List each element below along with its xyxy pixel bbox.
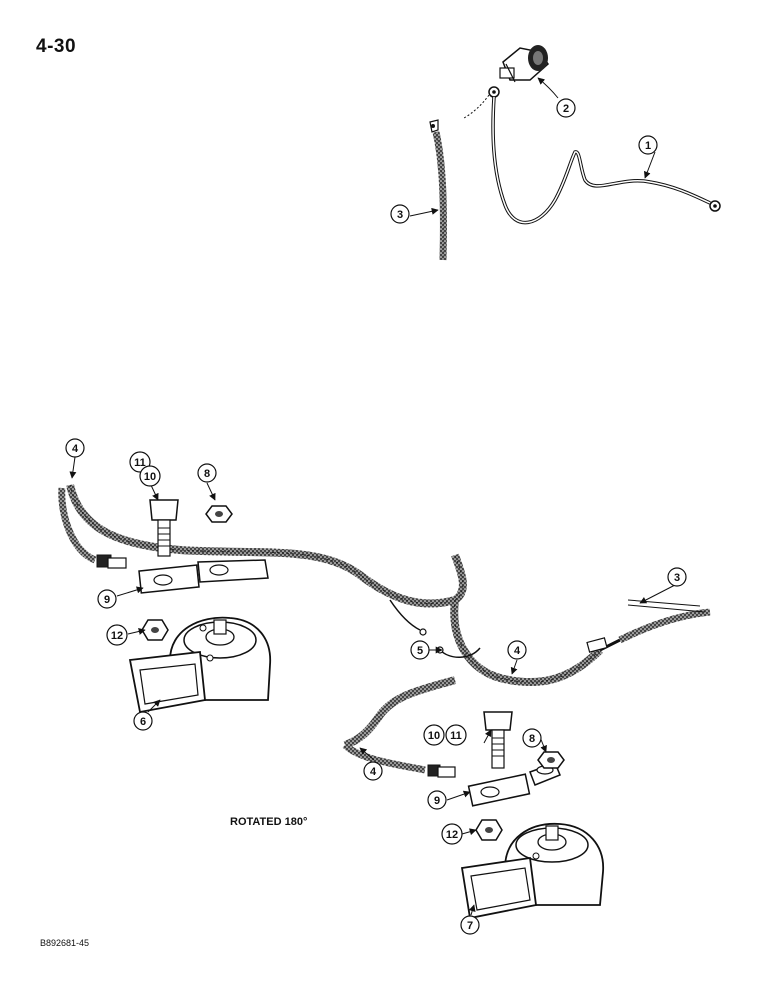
callout-3: 3 [667, 567, 687, 587]
svg-text:12: 12 [111, 630, 123, 642]
svg-text:9: 9 [434, 795, 440, 807]
svg-text:6: 6 [140, 716, 146, 728]
callout-5: 5 [410, 640, 430, 660]
callout-4: 4 [507, 640, 527, 660]
page-number: 4-30 [36, 36, 77, 57]
callout-4: 4 [363, 761, 383, 781]
svg-text:3: 3 [397, 209, 403, 221]
connector-right [427, 764, 456, 778]
svg-text:8: 8 [204, 468, 210, 480]
svg-text:11: 11 [134, 457, 146, 469]
svg-text:1: 1 [645, 140, 651, 152]
horn-switch-wire [491, 96, 721, 225]
callout-circles: 1 2 3 4 11 10 8 9 12 6 3 5 4 10 11 8 4 9… [65, 98, 687, 935]
svg-text:10: 10 [428, 730, 440, 742]
horn-assembly-6 [128, 499, 271, 714]
callout-11: 11 [445, 724, 467, 746]
callout-10: 10 [423, 724, 445, 746]
svg-text:8: 8 [529, 733, 535, 745]
callout-8: 8 [197, 463, 217, 483]
callout-8: 8 [522, 728, 542, 748]
callout-6: 6 [133, 711, 153, 731]
svg-text:4: 4 [72, 443, 79, 455]
svg-text:3: 3 [674, 572, 680, 584]
horn-button-switch [463, 45, 549, 119]
svg-text:4: 4 [370, 766, 377, 778]
callout-9: 9 [97, 589, 117, 609]
callout-12: 12 [441, 823, 463, 845]
svg-text:12: 12 [446, 829, 458, 841]
callout-2: 2 [556, 98, 576, 118]
ground-wire-terminal [429, 119, 447, 261]
svg-text:2: 2 [563, 103, 569, 115]
callout-7: 7 [460, 915, 480, 935]
callout-leaders [69, 77, 676, 916]
svg-text:5: 5 [417, 645, 423, 657]
svg-text:10: 10 [144, 471, 156, 483]
callout-12: 12 [106, 624, 128, 646]
svg-text:11: 11 [450, 730, 462, 742]
callout-4: 4 [65, 438, 85, 458]
connector-inline [586, 637, 608, 653]
rotated-note: ROTATED 180° [230, 816, 308, 828]
callout-1: 1 [638, 135, 658, 155]
callout-3: 3 [390, 204, 410, 224]
svg-text:7: 7 [467, 920, 473, 932]
svg-text:4: 4 [514, 645, 521, 657]
connector-left [96, 554, 127, 569]
callout-10: 10 [139, 465, 161, 487]
svg-text:9: 9 [104, 594, 110, 606]
callout-9: 9 [427, 790, 447, 810]
figure-code: B892681-45 [40, 938, 90, 948]
